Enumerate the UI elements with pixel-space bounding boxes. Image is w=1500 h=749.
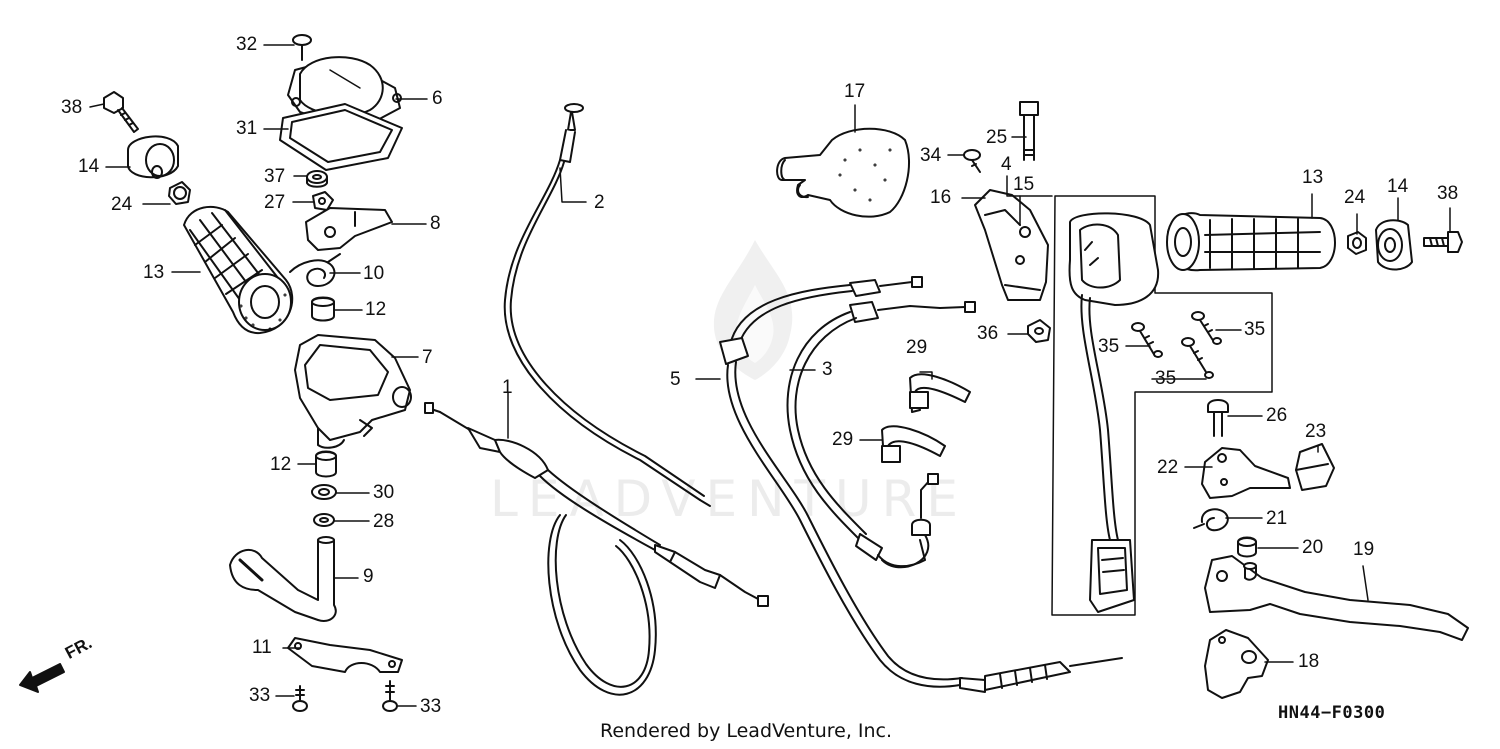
switch-boot-17 <box>776 127 911 218</box>
nut-36 <box>1027 319 1051 343</box>
callout-24-left: 24 <box>111 194 133 215</box>
cable-5 <box>719 276 1123 693</box>
callout-32: 32 <box>236 34 258 55</box>
callout-30: 30 <box>373 482 395 503</box>
collar-24-right <box>1347 231 1367 255</box>
callout-22: 22 <box>1157 457 1179 478</box>
bolt-33-left <box>292 685 308 712</box>
callout-35-bottom: 35 <box>1155 368 1177 389</box>
collar-20 <box>1237 536 1257 558</box>
screw-32 <box>292 34 312 61</box>
bracket-18 <box>1204 629 1269 699</box>
callout-26: 26 <box>1266 405 1288 426</box>
callout-33-right: 33 <box>420 696 442 717</box>
band-29-upper <box>909 373 971 413</box>
lever-pad-23 <box>1295 443 1335 491</box>
callout-10: 10 <box>363 263 385 284</box>
callout-11: 11 <box>252 637 272 658</box>
throttle-housing-7 <box>294 334 412 449</box>
callout-16: 16 <box>930 187 952 208</box>
callout-33-left: 33 <box>249 685 271 706</box>
callout-6: 6 <box>432 88 443 109</box>
grip-13-right <box>1166 212 1336 272</box>
cable-1 <box>424 402 769 696</box>
callout-38-right: 38 <box>1437 183 1459 204</box>
callout-20: 20 <box>1302 537 1324 558</box>
callout-1: 1 <box>502 377 513 398</box>
callout-12-top: 12 <box>365 299 387 320</box>
callout-38-left: 38 <box>61 97 83 118</box>
callout-29-upper: 29 <box>906 337 928 358</box>
callout-7: 7 <box>422 347 433 368</box>
callout-17: 17 <box>844 81 866 102</box>
bolt-25 <box>1019 101 1039 161</box>
callout-3: 3 <box>822 359 833 380</box>
collar-12-bottom <box>315 450 337 478</box>
bolt-26 <box>1207 399 1229 437</box>
screw-35-a <box>1131 322 1163 358</box>
nut-37 <box>306 170 328 188</box>
spring-10 <box>289 253 341 287</box>
callout-27: 27 <box>264 192 286 213</box>
callout-12-bottom: 12 <box>270 454 292 475</box>
bar-end-14-left <box>127 135 179 179</box>
callout-18: 18 <box>1298 651 1320 672</box>
callout-4: 4 <box>1001 154 1012 175</box>
callout-29-lower: 29 <box>832 429 854 450</box>
throttle-arm-8 <box>305 207 393 251</box>
callout-35-right: 35 <box>1244 319 1266 340</box>
pivot-22 <box>1201 447 1291 499</box>
callout-21: 21 <box>1266 508 1288 529</box>
lever-clamp-15-16 <box>974 189 1049 301</box>
brake-lever-19 <box>1204 555 1469 641</box>
callout-34: 34 <box>920 145 942 166</box>
bolt-38-right <box>1423 231 1463 253</box>
throttle-lever-9 <box>229 536 337 622</box>
clamp-11 <box>287 637 403 673</box>
callout-36: 36 <box>977 323 999 344</box>
bar-end-14-right <box>1375 219 1413 271</box>
cable-2 <box>503 103 711 507</box>
switch-assembly-4 <box>1051 195 1273 616</box>
washer-30 <box>311 484 337 500</box>
bolt-33-right <box>382 680 398 712</box>
callout-31: 31 <box>236 118 258 139</box>
callout-2: 2 <box>594 192 605 213</box>
callout-19: 19 <box>1353 539 1375 560</box>
gasket-31 <box>279 103 403 171</box>
washer-28 <box>313 513 335 527</box>
diagram-code: HN44−F0300 <box>1278 703 1386 723</box>
callout-13-right: 13 <box>1302 167 1324 188</box>
washer-27 <box>312 191 334 211</box>
forward-arrow-icon <box>19 663 65 693</box>
callout-13-left: 13 <box>143 262 165 283</box>
leader-lines <box>89 44 1451 707</box>
callout-9: 9 <box>363 566 374 587</box>
screw-35-c <box>1181 337 1214 379</box>
collar-24-left <box>168 181 191 205</box>
callout-8: 8 <box>430 213 441 234</box>
callout-35-left: 35 <box>1098 336 1120 357</box>
screw-34 <box>963 149 981 173</box>
cable-3 <box>786 301 976 569</box>
callout-37: 37 <box>264 166 286 187</box>
callout-14-left: 14 <box>78 156 100 177</box>
callout-15: 15 <box>1013 174 1035 195</box>
callout-25: 25 <box>986 127 1008 148</box>
screw-35-b <box>1191 311 1222 345</box>
callout-5: 5 <box>670 369 681 390</box>
callout-24-right: 24 <box>1344 187 1366 208</box>
callout-23: 23 <box>1305 421 1327 442</box>
band-29-lower <box>881 425 946 463</box>
callout-14-right: 14 <box>1387 176 1409 197</box>
grip-13-left <box>183 205 294 335</box>
callout-28: 28 <box>373 511 395 532</box>
spring-21 <box>1193 508 1229 532</box>
bolt-38-left <box>103 91 139 133</box>
collar-12-top <box>311 296 335 322</box>
rendered-by-credit: Rendered by LeadVenture, Inc. <box>600 720 893 742</box>
